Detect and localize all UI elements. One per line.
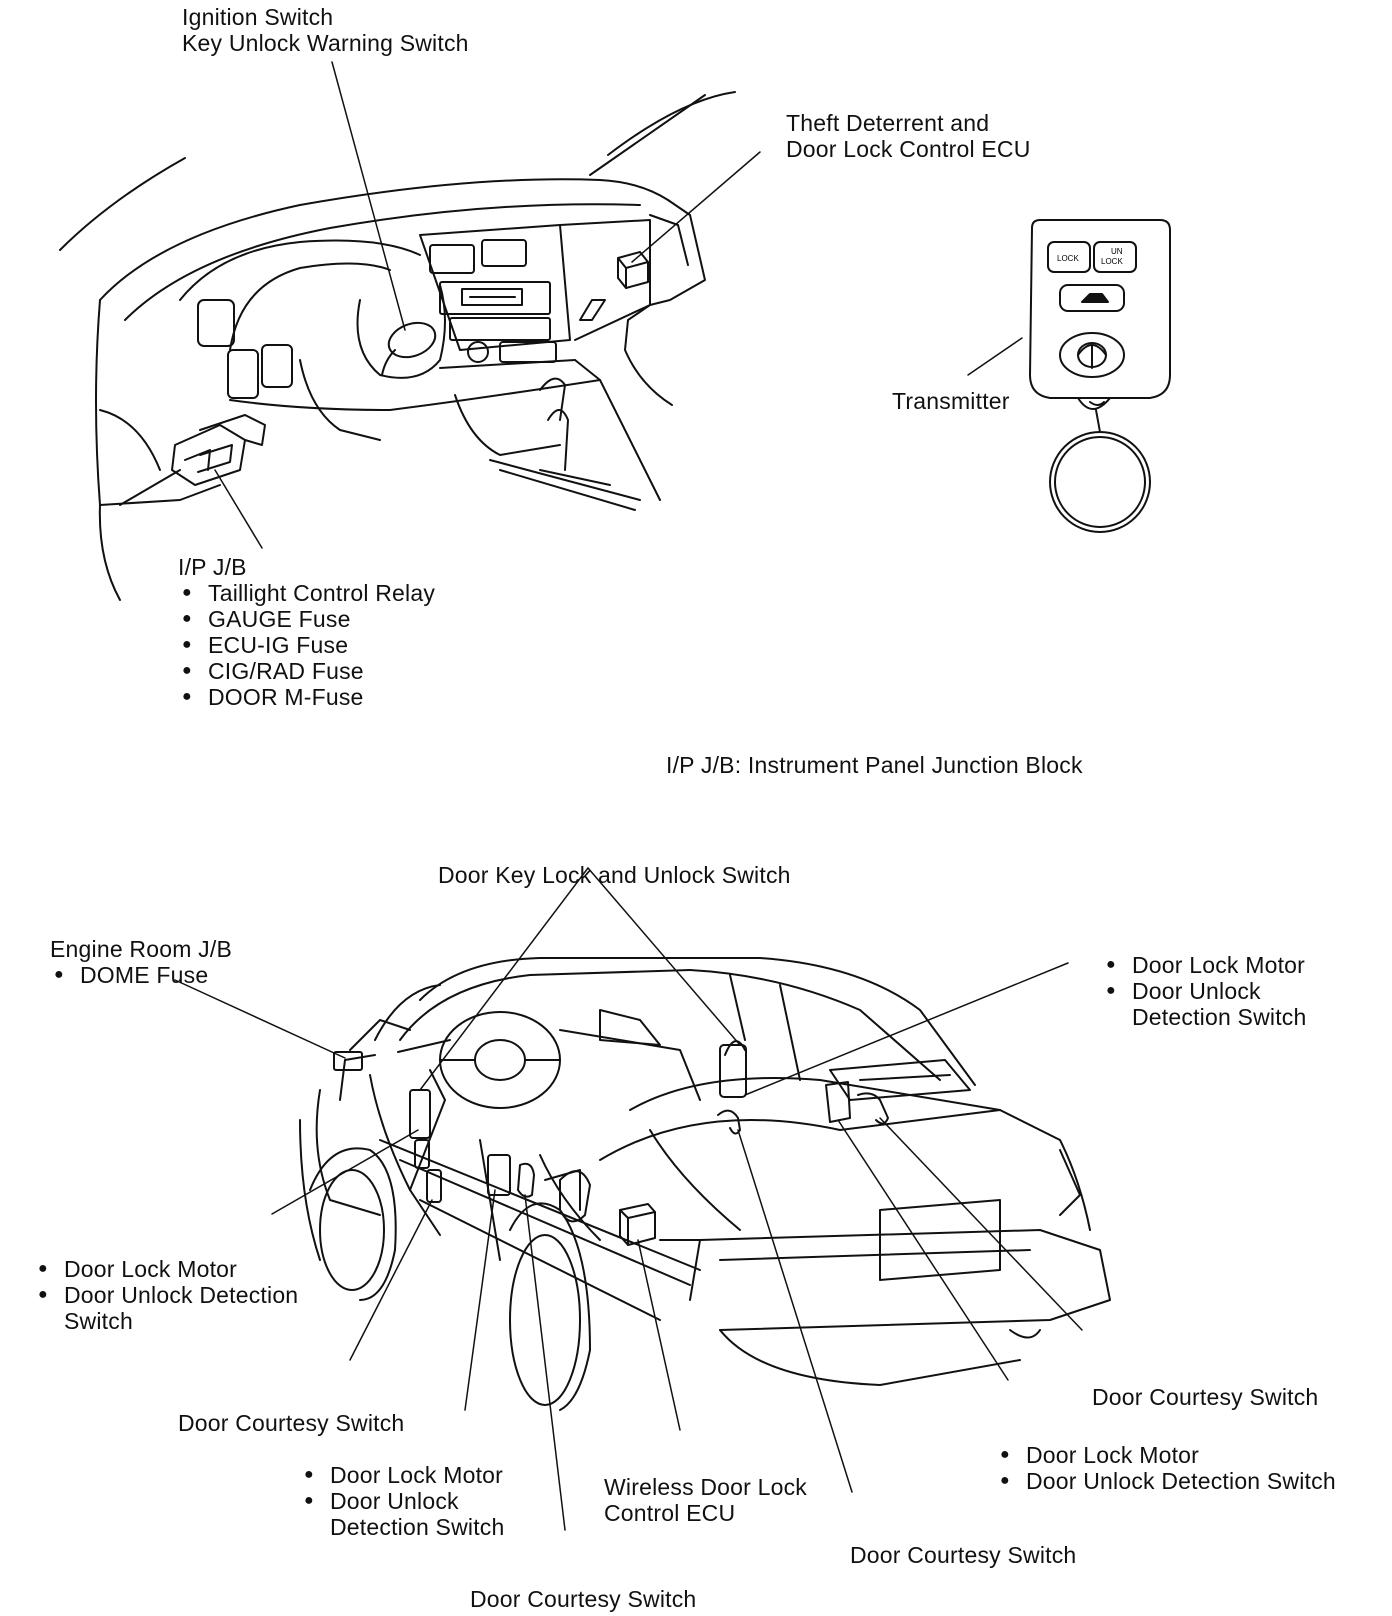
rear-left-door-lock-motor-label: Door Lock Motor Door Unlock Detection Sw… xyxy=(300,1462,505,1540)
fl-door-unlock-detection-item: Door Unlock Detection xyxy=(34,1282,298,1308)
transmitter-label: Transmitter xyxy=(892,388,1010,414)
front-left-door-courtesy-switch-label: Door Courtesy Switch xyxy=(178,1410,405,1436)
theft-deterrent-text: Theft Deterrent and xyxy=(786,110,990,136)
rear-right-door-lock-motor-label: Door Lock Motor Door Unlock Detection Sw… xyxy=(1102,952,1307,1030)
top-leader-lines xyxy=(214,61,1023,549)
rr2-door-unlock-detection-item: Door Unlock Detection Switch xyxy=(996,1468,1336,1494)
rr-door-unlock-item: Door Unlock xyxy=(1102,978,1307,1004)
rr2-door-lock-motor-item: Door Lock Motor xyxy=(996,1442,1336,1468)
gauge-fuse-item: GAUGE Fuse xyxy=(178,606,435,632)
taillight-control-relay-item: Taillight Control Relay xyxy=(178,580,435,606)
rl-detection-switch-text: Detection Switch xyxy=(330,1514,505,1540)
dome-fuse-item: DOME Fuse xyxy=(50,962,232,988)
dashboard-illustration xyxy=(59,91,736,601)
ignition-switch-label: Ignition Switch Key Unlock Warning Switc… xyxy=(182,4,469,56)
engine-room-jb-title: Engine Room J/B xyxy=(50,936,232,962)
key-unlock-warning-switch-text: Key Unlock Warning Switch xyxy=(182,30,469,56)
control-ecu-text: Control ECU xyxy=(604,1500,736,1526)
rr-door-lock-motor-item: Door Lock Motor xyxy=(1102,952,1307,978)
door-key-lock-unlock-switch-label: Door Key Lock and Unlock Switch xyxy=(438,862,791,888)
rl-door-lock-motor-item: Door Lock Motor xyxy=(300,1462,505,1488)
rear-door-courtesy-switch-label: Door Courtesy Switch xyxy=(850,1542,1077,1568)
engine-room-jb-label: Engine Room J/B DOME Fuse xyxy=(50,936,232,988)
ipjb-legend: I/P J/B: Instrument Panel Junction Block xyxy=(666,752,1083,778)
ecu-ig-fuse-item: ECU-IG Fuse xyxy=(178,632,435,658)
transmitter-illustration xyxy=(1029,219,1171,533)
rl-door-unlock-item: Door Unlock xyxy=(300,1488,505,1514)
cig-rad-fuse-item: CIG/RAD Fuse xyxy=(178,658,435,684)
wireless-door-lock-text: Wireless Door Lock xyxy=(604,1474,807,1500)
door-lock-control-ecu-text: Door Lock Control ECU xyxy=(786,136,1031,162)
fob-lock-text: LOCK xyxy=(1057,254,1079,263)
rear-right-door-lock-motor-2-label: Door Lock Motor Door Unlock Detection Sw… xyxy=(996,1442,1336,1494)
rr-detection-switch-text: Detection Switch xyxy=(1132,1004,1307,1030)
rear-left-door-courtesy-switch-label: Door Courtesy Switch xyxy=(470,1586,697,1612)
bottom-leader-lines xyxy=(174,867,1083,1531)
wireless-door-lock-ecu-label: Wireless Door Lock Control ECU xyxy=(604,1474,807,1526)
theft-deterrent-ecu-label: Theft Deterrent and Door Lock Control EC… xyxy=(786,110,1031,162)
door-m-fuse-item: DOOR M-Fuse xyxy=(178,684,435,710)
ipjb-label: I/P J/B Taillight Control Relay GAUGE Fu… xyxy=(178,554,435,710)
car-illustration xyxy=(299,957,1111,1411)
ipjb-title: I/P J/B xyxy=(178,554,247,580)
ignition-switch-text: Ignition Switch xyxy=(182,4,334,30)
fob-unlock-text-1: UN xyxy=(1111,247,1123,256)
front-left-door-lock-motor-label: Door Lock Motor Door Unlock Detection Sw… xyxy=(34,1256,298,1334)
fl-door-lock-motor-item: Door Lock Motor xyxy=(34,1256,298,1282)
fl-switch-text: Switch xyxy=(64,1308,133,1334)
rear-right-door-courtesy-switch-label: Door Courtesy Switch xyxy=(1092,1384,1319,1410)
fob-unlock-text-2: LOCK xyxy=(1101,257,1123,266)
